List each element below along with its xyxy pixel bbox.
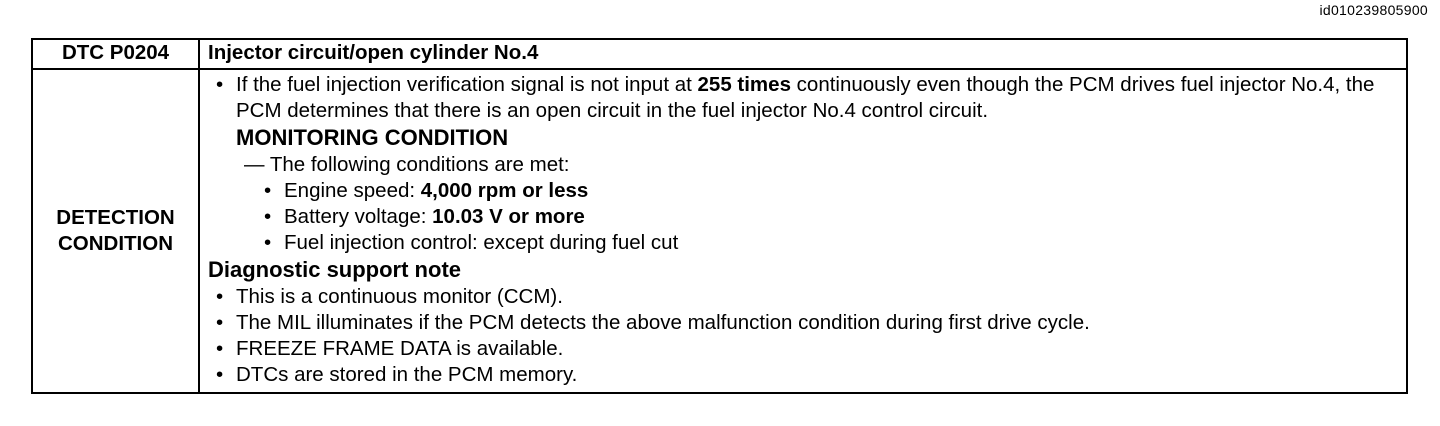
main-bullet-post: continuously even though the PCM drives …: [236, 73, 1375, 122]
note-item: DTCs are stored in the PCM memory.: [208, 362, 1398, 388]
conditions-list: Engine speed: 4,000 rpm or less Battery …: [208, 178, 1398, 256]
document-id: id010239805900: [1319, 2, 1428, 18]
dtc-title: Injector circuit/open cylinder No.4: [198, 38, 1408, 70]
note-item: This is a continuous monitor (CCM).: [208, 284, 1398, 310]
detection-row: DETECTION CONDITION If the fuel injectio…: [31, 68, 1408, 394]
condition-label: Engine speed:: [284, 179, 421, 202]
note-item: The MIL illuminates if the PCM detects t…: [208, 310, 1398, 336]
detection-condition-body: If the fuel injection verification signa…: [198, 68, 1408, 394]
condition-label: Battery voltage:: [284, 205, 433, 228]
condition-value: 10.03 V or more: [432, 205, 585, 228]
dtc-table: DTC P0204 Injector circuit/open cylinder…: [31, 38, 1408, 394]
condition-item: Battery voltage: 10.03 V or more: [208, 204, 1398, 230]
condition-item: Fuel injection control: except during fu…: [208, 230, 1398, 256]
condition-label: Fuel injection control: except during fu…: [284, 231, 679, 254]
note-item: FREEZE FRAME DATA is available.: [208, 336, 1398, 362]
main-bullet-list: If the fuel injection verification signa…: [208, 72, 1398, 124]
main-bullet-bold: 255 times: [697, 73, 791, 96]
diagnostic-support-title: Diagnostic support note: [208, 257, 461, 282]
monitoring-condition-title: MONITORING CONDITION: [236, 125, 509, 150]
notes-list: This is a continuous monitor (CCM). The …: [208, 284, 1398, 388]
detection-condition-label: DETECTION CONDITION: [31, 68, 200, 394]
condition-value: 4,000 rpm or less: [420, 179, 589, 202]
header-row: DTC P0204 Injector circuit/open cylinder…: [31, 38, 1408, 70]
condition-item: Engine speed: 4,000 rpm or less: [208, 178, 1398, 204]
main-bullet: If the fuel injection verification signa…: [208, 72, 1398, 124]
label-line-1: DETECTION: [56, 206, 175, 229]
main-bullet-pre: If the fuel injection verification signa…: [236, 73, 698, 96]
label-line-2: CONDITION: [57, 232, 174, 255]
conditions-intro: — The following conditions are met:: [244, 153, 570, 176]
dtc-code: DTC P0204: [31, 38, 200, 70]
